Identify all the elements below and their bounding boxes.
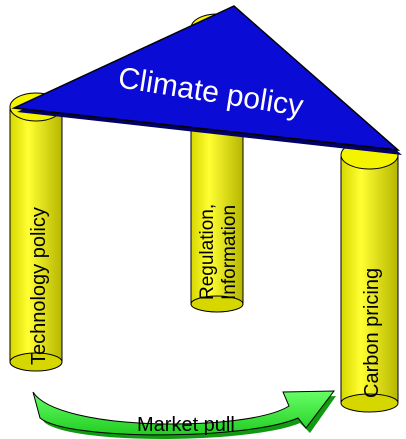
pillar-regulation-label-line2: Information [219,205,240,300]
svg-text:Regulation, Information: Regulation, Information [197,199,240,300]
pillar-regulation-label-line1: Regulation, [197,204,218,300]
roof-climate-policy: Climate policy [11,5,402,155]
pillar-technology-policy: Technology policy [9,92,63,372]
pillar-carbon-label: Carbon pricing [361,268,383,398]
market-pull-label: Market pull [137,414,235,436]
market-pull-arrow: Market pull [32,390,336,439]
pillar-carbon-pricing: Carbon pricing [340,140,399,413]
pillar-technology-label: Technology policy [28,207,50,365]
